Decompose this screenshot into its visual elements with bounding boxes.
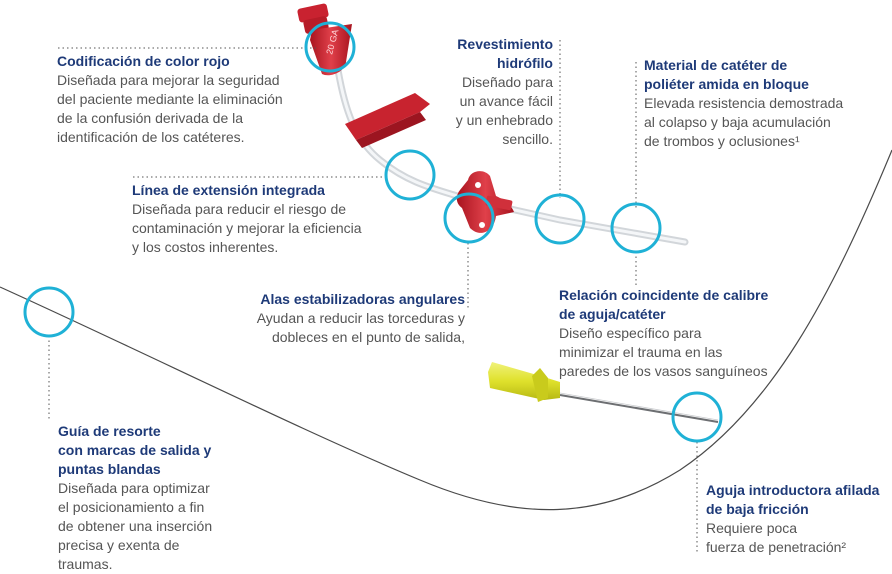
callout-title: Alas estabilizadoras angulares (260, 291, 465, 307)
callout-title: Codificación de color rojo (57, 53, 230, 69)
highlight-circle-wings (443, 192, 495, 244)
callout-codificacion: Codificación de color rojo Diseñada para… (57, 52, 283, 147)
callout-relacion: Relación coincidente de calibre de aguja… (559, 286, 768, 381)
red-hub: 20 GA (297, 3, 352, 76)
highlight-circle-hub (304, 21, 356, 73)
highlight-circles (23, 21, 723, 443)
callout-title: Aguja introductora afilada de baja fricc… (706, 482, 880, 517)
callout-aguja: Aguja introductora afilada de baja fricc… (706, 481, 879, 557)
callout-alas: Alas estabilizadoras angulares Ayudan a … (200, 290, 465, 347)
callout-linea: Línea de extensión integrada Diseñada pa… (132, 181, 362, 257)
callout-body: Diseñada para mejorar la seguridad del p… (57, 72, 283, 145)
callout-body: Requiere poca fuerza de penetración² (706, 520, 847, 555)
callout-body: Diseñada para reducir el riesgo de conta… (132, 201, 362, 255)
highlight-circle-needle (671, 391, 723, 443)
highlight-circle-coating (534, 193, 586, 245)
callout-title: Material de catéter de poliéter amida en… (644, 57, 809, 92)
highlight-circle-material (610, 202, 662, 254)
leader-lines (48, 40, 698, 552)
highlight-circle-extension (384, 149, 436, 201)
callout-body: Diseño específico para minimizar el trau… (559, 325, 768, 379)
callout-title: Relación coincidente de calibre de aguja… (559, 287, 769, 322)
callout-title: Línea de extensión integrada (132, 182, 325, 198)
callout-material: Material de catéter de poliéter amida en… (644, 56, 843, 151)
callout-body: Ayudan a reducir las torceduras y doblec… (256, 310, 465, 345)
callout-title: Revestimiento hidrófilo (457, 36, 553, 71)
callout-body: Diseñado para un avance fácil y un enheb… (455, 74, 553, 147)
callout-body: Elevada resistencia demostrada al colaps… (644, 95, 844, 149)
spring-guidewire (0, 149, 892, 511)
introducer-needle (488, 362, 719, 423)
extension-line-highlight (336, 68, 687, 244)
red-clamp (345, 93, 430, 148)
callout-title: Guía de resorte con marcas de salida y p… (58, 423, 212, 477)
callout-guia: Guía de resorte con marcas de salida y p… (58, 422, 212, 574)
callout-body: Diseñada para optimizar el posicionamien… (58, 480, 213, 572)
callout-revestimiento: Revestimiento hidrófilo Diseñado para un… (418, 35, 553, 149)
highlight-circle-guidewire (23, 286, 75, 338)
